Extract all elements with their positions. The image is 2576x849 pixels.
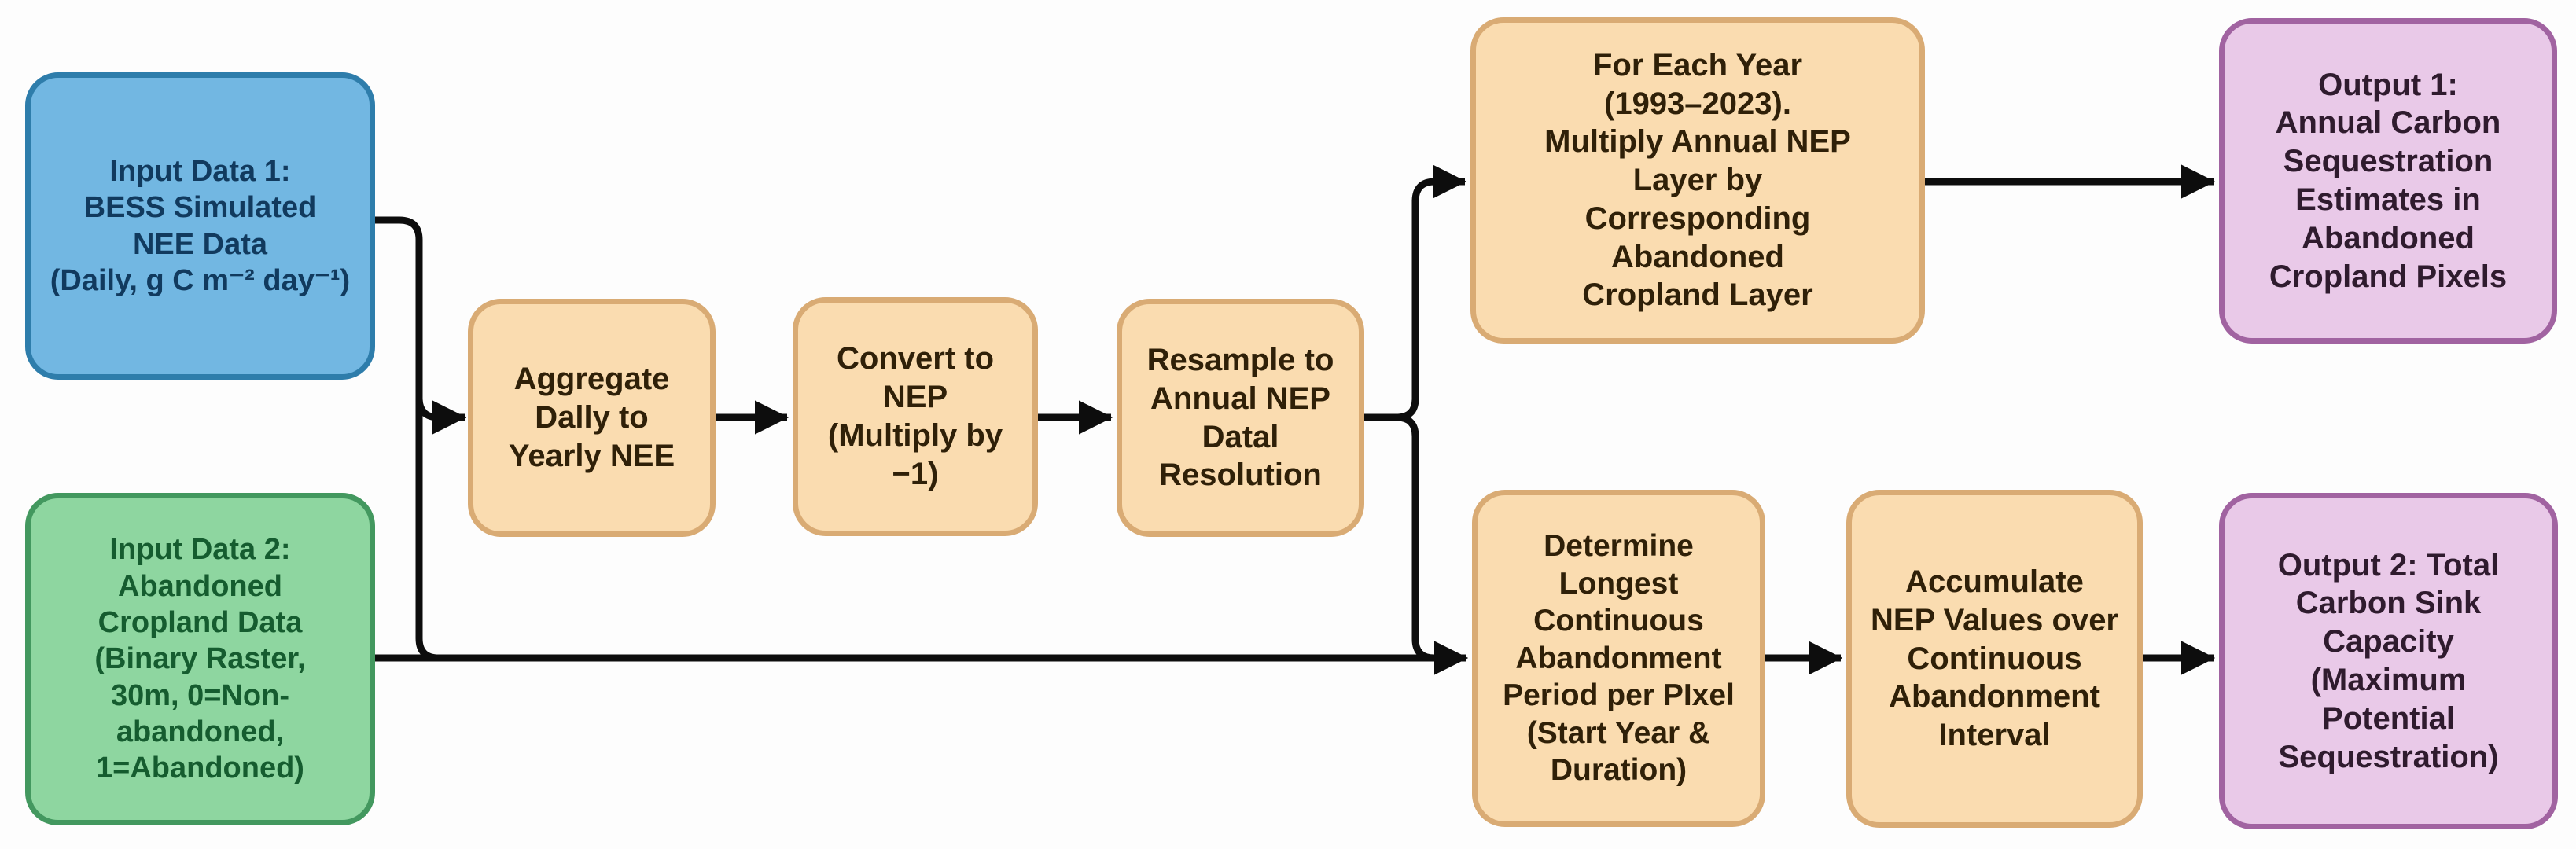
node-output-2: Output 2: Total Carbon Sink Capacity (Ma… <box>2219 493 2558 829</box>
node-convert-to-nep: Convert to NEP (Multiply by −1) <box>793 297 1038 536</box>
node-aggregate-label: Aggregate Dally to Yearly NEE <box>508 362 675 473</box>
edge-resample-foreach-arrow <box>1364 164 1467 421</box>
node-input-data-2: Input Data 2: Abandoned Cropland Data (B… <box>25 493 375 825</box>
node-output-1: Output 1: Annual Carbon Sequestration Es… <box>2219 18 2557 344</box>
node-aggregate-daily-to-yearly: Aggregate Dally to Yearly NEE <box>468 299 716 537</box>
node-for-each-year-multiply: For Each Year (1993–2023). Multiply Annu… <box>1470 17 1925 344</box>
node-for-each-year-label: For Each Year (1993–2023). Multiply Annu… <box>1544 47 1851 313</box>
node-output-1-label: Output 1: Annual Carbon Sequestration Es… <box>2269 67 2508 294</box>
node-input-data-1: Input Data 1: BESS Simulated NEE Data (D… <box>25 72 375 380</box>
edge-junction-aggregate-arrow <box>415 397 467 435</box>
edge-input1-junction <box>375 216 440 662</box>
node-accumulate-nep-values: Accumulate NEP Values over Continuous Ab… <box>1846 490 2143 828</box>
node-determine-longest-abandonment: Determine Longest Continuous Abandonment… <box>1472 490 1765 827</box>
node-input-data-1-label: Input Data 1: BESS Simulated NEE Data (D… <box>50 154 351 297</box>
edge-resample-determine-branch <box>1396 413 1435 662</box>
node-resample-label: Resample to Annual NEP Datal Resolution <box>1146 342 1334 493</box>
node-output-2-label: Output 2: Total Carbon Sink Capacity (Ma… <box>2277 547 2500 774</box>
node-accumulate-label: Accumulate NEP Values over Continuous Ab… <box>1871 564 2118 753</box>
node-resample-to-annual: Resample to Annual NEP Datal Resolution <box>1117 299 1364 537</box>
node-determine-label: Determine Longest Continuous Abandonment… <box>1503 528 1735 788</box>
node-input-data-2-label: Input Data 2: Abandoned Cropland Data (B… <box>94 533 306 785</box>
node-convert-label: Convert to NEP (Multiply by −1) <box>827 341 1003 491</box>
